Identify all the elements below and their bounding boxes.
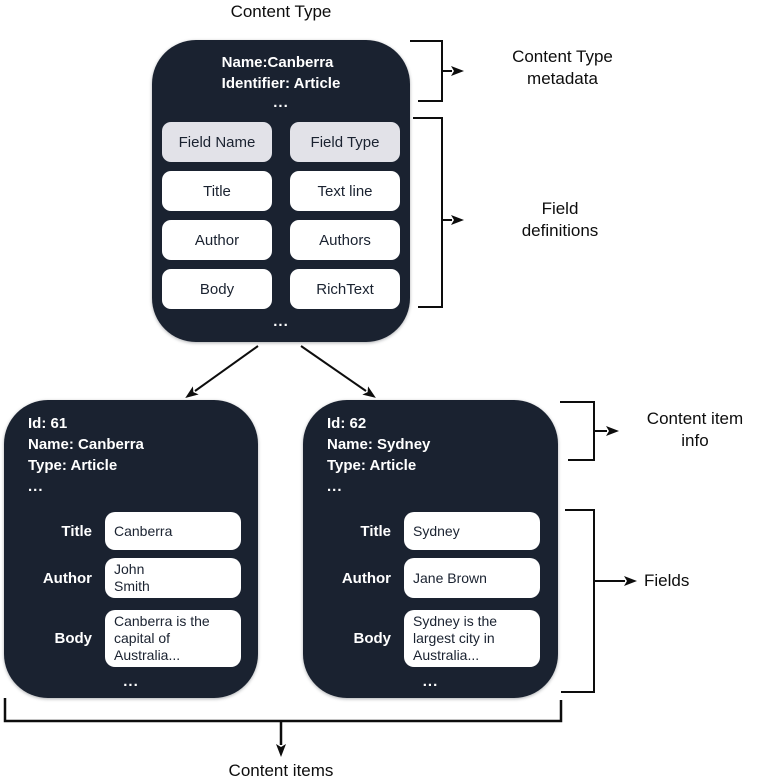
field-row-title: Title Sydney <box>303 512 558 550</box>
field-value-box: Sydney is the largest city in Australia.… <box>404 610 540 667</box>
field-label: Title <box>360 522 391 540</box>
content-item-type: Type: Article <box>28 457 118 474</box>
content-item-info-ellipsis: ... <box>327 478 343 495</box>
content-item-info-ellipsis: ... <box>28 478 44 495</box>
content-type-identifier: Identifier: Article <box>221 75 341 92</box>
field-value-box: Sydney <box>404 512 540 550</box>
field-row-author: Author Jane Brown <box>303 558 558 598</box>
field-name-chip: Body <box>162 269 272 309</box>
field-label: Author <box>42 569 92 587</box>
field-name-header-chip: Field Name <box>162 122 272 162</box>
fields-bracket <box>561 509 595 693</box>
content-type-metadata-label: Content Type metadata <box>512 47 613 88</box>
field-label: Title <box>61 522 92 540</box>
content-item-info-label: Content item info <box>646 409 744 450</box>
field-name-chip: Author <box>162 220 272 260</box>
content-item-card-canberra: Id: 61 Name: Canberra Type: Article ... … <box>4 400 258 698</box>
field-row-title: Title Canberra <box>4 512 258 550</box>
content-item-name: Name: Sydney <box>327 436 431 453</box>
content-item-info-bracket <box>560 401 595 461</box>
fields-label: Fields <box>644 571 690 590</box>
field-label: Body <box>353 630 392 647</box>
field-value-box: Canberra <box>105 512 241 550</box>
content-type-card: Name:Canberra Identifier: Article ... Fi… <box>152 40 410 342</box>
field-label: Body <box>54 630 93 647</box>
content-items-bracket <box>3 698 563 723</box>
field-definitions-label: Field definitions <box>521 199 599 240</box>
content-item-id: Id: 61 <box>28 415 68 432</box>
field-value-box: John Smith <box>105 558 241 598</box>
content-type-metadata-block: Name:Canberra Identifier: Article <box>222 52 341 94</box>
field-row-body: Body Canberra is the capital of Australi… <box>4 610 258 667</box>
field-value-box: Jane Brown <box>404 558 540 598</box>
content-item-id: Id: 62 <box>327 415 367 432</box>
field-name-chip: Title <box>162 171 272 211</box>
field-definitions-bracket <box>413 117 443 308</box>
content-item-info-block: Id: 62 Name: Sydney Type: Article ... <box>327 413 430 497</box>
content-type-name: Name:Canberra <box>221 54 334 71</box>
content-items-label: Content items <box>228 761 334 780</box>
field-type-chip: RichText <box>290 269 400 309</box>
type-to-item2-arrow-icon <box>300 345 376 398</box>
content-item-footer-ellipsis: ... <box>123 673 139 690</box>
content-item-type: Type: Article <box>327 457 417 474</box>
field-label: Author <box>341 569 391 587</box>
type-to-item1-arrow-icon <box>185 345 259 398</box>
content-item-name: Name: Canberra <box>28 436 144 453</box>
field-row-author: Author John Smith <box>4 558 258 598</box>
metadata-bracket <box>410 40 443 102</box>
field-type-header-chip: Field Type <box>290 122 400 162</box>
content-item-card-sydney: Id: 62 Name: Sydney Type: Article ... Ti… <box>303 400 558 698</box>
content-type-footer-ellipsis: ... <box>273 313 289 330</box>
field-value-box: Canberra is the capital of Australia... <box>105 610 241 667</box>
content-item-info-block: Id: 61 Name: Canberra Type: Article ... <box>28 413 144 497</box>
field-row-body: Body Sydney is the largest city in Austr… <box>303 610 558 667</box>
field-type-chip: Authors <box>290 220 400 260</box>
content-item-footer-ellipsis: ... <box>422 673 439 690</box>
field-type-chip: Text line <box>290 171 400 211</box>
content-type-metadata-ellipsis: ... <box>273 94 289 111</box>
diagram-title: Content Type <box>230 2 332 21</box>
